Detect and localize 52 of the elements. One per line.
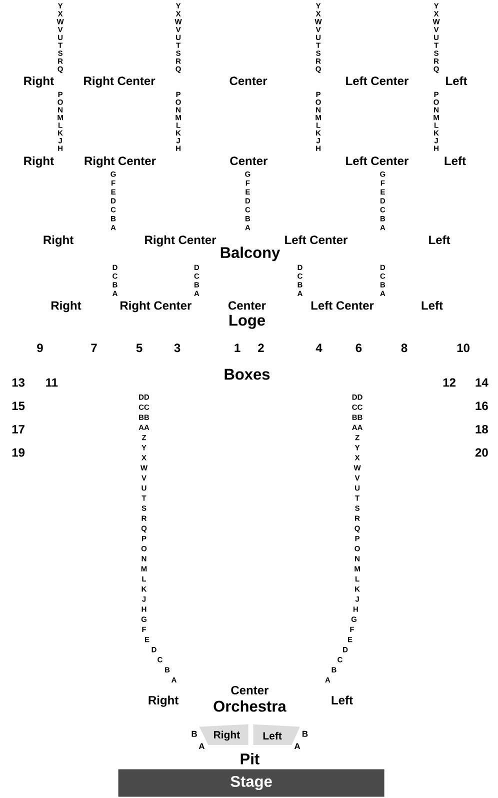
section-label: Right <box>44 235 74 247</box>
row-letter: A <box>294 743 300 750</box>
section-label: Left Center <box>285 235 348 244</box>
box-number: 6 <box>356 344 362 352</box>
box-number: 7 <box>91 344 97 352</box>
section-label: Right <box>51 300 82 312</box>
section-label: Right Center <box>145 235 216 247</box>
box-number: 2 <box>258 344 264 352</box>
row-letter: B <box>192 730 197 737</box>
row-letter: A <box>198 743 205 750</box>
box-number: 3 <box>174 344 180 352</box>
box-number: 13 <box>12 378 25 387</box>
section-label: Right <box>24 156 54 168</box>
stage-block: Stage <box>118 769 384 797</box>
section-label: Center <box>230 156 268 166</box>
row-letter: B <box>302 730 308 737</box>
section-label: Center <box>231 686 268 694</box>
section-label: Left <box>446 76 468 86</box>
box-number: 16 <box>476 402 488 410</box>
box-number: 15 <box>12 402 25 410</box>
area-title: Loge <box>230 314 265 329</box>
box-number: 12 <box>443 378 456 387</box>
section-label: Left <box>422 300 443 310</box>
box-number: 11 <box>46 378 58 387</box>
section-label: Right Center <box>84 76 156 88</box>
area-title: Pit <box>240 753 260 764</box>
section-label: Center <box>228 301 266 310</box>
section-label: Left Center <box>346 76 408 86</box>
section-label: Left <box>332 696 353 704</box>
section-label: Right <box>24 76 54 88</box>
box-number: 8 <box>401 344 408 352</box>
section-label: Left <box>429 235 450 244</box>
box-number: 4 <box>316 344 322 352</box>
box-number: 5 <box>136 344 142 352</box>
section-label: Right Center <box>120 300 192 312</box>
box-number: 19 <box>12 448 25 457</box>
box-number: 1 <box>234 344 240 352</box>
area-title: Orchestra <box>214 700 286 712</box>
section-label: Left Center <box>346 156 408 166</box>
section-label: Left Center <box>311 300 374 310</box>
section-label: Left <box>444 156 466 166</box>
box-number: 14 <box>476 378 488 387</box>
box-number: 10 <box>457 344 470 352</box>
box-number: 20 <box>475 448 488 457</box>
area-title: Balcony <box>220 246 280 262</box>
area-title: Boxes <box>224 368 270 380</box>
section-label: Right Center <box>84 156 156 168</box>
section-label: Right <box>148 696 178 707</box>
box-number: 17 <box>12 425 24 434</box>
box-number: 9 <box>37 344 43 352</box>
box-number: 18 <box>476 424 488 434</box>
section-label: Center <box>230 76 268 86</box>
